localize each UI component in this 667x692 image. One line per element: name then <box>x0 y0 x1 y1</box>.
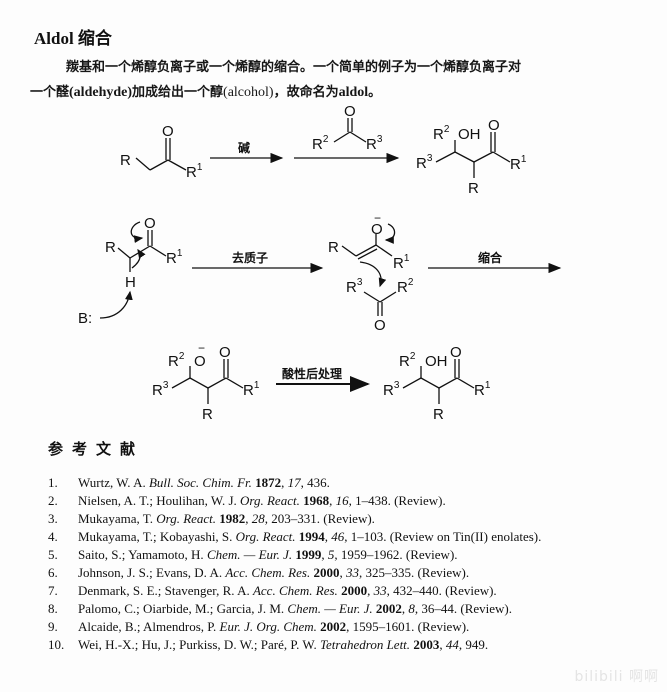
svg-text:O: O <box>374 317 386 334</box>
svg-text:R: R <box>202 406 213 423</box>
svg-text:R2: R2 <box>433 124 450 143</box>
svg-text:R3: R3 <box>346 277 363 296</box>
svg-text:O: O <box>371 221 383 238</box>
svg-text:O: O <box>488 117 500 134</box>
svg-text:R3: R3 <box>152 380 169 399</box>
intro-paragraph: 羰基和一个烯醇负离子或一个烯醇的缩合。一个简单的例子为一个烯醇负离子对 一个醛(… <box>30 55 640 105</box>
reference-item: 6.Johnson, J. S.; Evans, D. A. Acc. Chem… <box>48 565 470 580</box>
intro-line-2: 一个醛(aldehyde)加成给出一个醇(alcohol)，故命名为aldol。 <box>30 85 382 100</box>
svg-text:R3: R3 <box>416 153 433 172</box>
svg-text:去质子: 去质子 <box>232 250 268 265</box>
reference-item: 4.Mukayama, T.; Kobayashi, S. Org. React… <box>48 529 542 544</box>
reference-list: 1.Wurtz, W. A. Bull. Soc. Chim. Fr. 1872… <box>48 474 618 654</box>
reference-item: 9.Alcaide, B.; Almendros, P. Eur. J. Org… <box>48 619 470 634</box>
svg-text:R1: R1 <box>474 380 491 399</box>
reference-item: 8.Palomo, C.; Oiarbide, M.; Garcia, J. M… <box>48 601 513 616</box>
svg-text:R: R <box>328 239 339 256</box>
svg-text:R3: R3 <box>383 380 400 399</box>
aldol-product-1 <box>435 132 511 178</box>
reference-item: 2.Nielsen, A. T.; Houlihan, W. J. Org. R… <box>48 493 446 508</box>
svg-text:−: − <box>374 211 381 225</box>
alkoxide-intermediate <box>171 359 244 404</box>
enolate-mechanism <box>341 223 397 316</box>
svg-text:R1: R1 <box>166 248 183 267</box>
svg-text:H: H <box>125 274 136 291</box>
svg-text:R1: R1 <box>243 380 260 399</box>
svg-text:O: O <box>162 123 174 140</box>
svg-text:OH: OH <box>425 353 448 370</box>
reference-item: 3.Mukayama, T. Org. React. 1982, 28, 203… <box>48 511 375 526</box>
ketone-mechanism <box>99 221 167 319</box>
svg-text:R2: R2 <box>312 134 329 153</box>
reference-item: 1.Wurtz, W. A. Bull. Soc. Chim. Fr. 1872… <box>48 475 330 490</box>
svg-text:−: − <box>198 341 205 355</box>
svg-text:O: O <box>344 103 356 120</box>
svg-text:O: O <box>219 344 231 361</box>
svg-text:碱: 碱 <box>238 140 250 155</box>
reference-item: 7.Denmark, S. E.; Stavenger, R. A. Acc. … <box>48 583 497 598</box>
svg-text:R: R <box>105 239 116 256</box>
aldol-product-2 <box>402 359 475 404</box>
svg-text:R: R <box>468 180 479 197</box>
intro-line-1: 羰基和一个烯醇负离子或一个烯醇的缩合。一个简单的例子为一个烯醇负离子对 <box>66 60 522 75</box>
reference-item: 10.Wei, H.-X.; Hu, J.; Purkiss, D. W.; P… <box>48 637 489 652</box>
svg-text:OH: OH <box>458 126 481 143</box>
svg-text:R2: R2 <box>399 351 416 370</box>
svg-text:B:: B: <box>78 310 92 327</box>
svg-text:R2: R2 <box>168 351 185 370</box>
svg-text:R1: R1 <box>393 253 410 272</box>
watermark: bilibili 啊啊 <box>574 669 659 685</box>
section-title: Aldol 缩合 <box>34 29 112 48</box>
svg-text:R1: R1 <box>510 154 527 173</box>
references-heading: 参考文献 <box>48 440 145 458</box>
svg-text:O: O <box>144 215 156 232</box>
svg-text:O: O <box>450 344 462 361</box>
svg-text:酸性后处理: 酸性后处理 <box>282 366 342 381</box>
svg-text:R3: R3 <box>366 134 383 153</box>
reaction-scheme: R O R1 碱 O R2 R3 R2 OH O R3 R1 R R O R1 … <box>78 103 562 423</box>
svg-text:R: R <box>433 406 444 423</box>
reference-item: 5.Saito, S.; Yamamoto, H. Chem. — Eur. J… <box>48 547 458 562</box>
svg-text:R1: R1 <box>186 162 203 181</box>
svg-text:R2: R2 <box>397 277 414 296</box>
svg-text:R: R <box>120 152 131 169</box>
svg-text:缩合: 缩合 <box>478 250 503 265</box>
ketone-structure <box>135 138 187 171</box>
svg-text:O: O <box>194 353 206 370</box>
